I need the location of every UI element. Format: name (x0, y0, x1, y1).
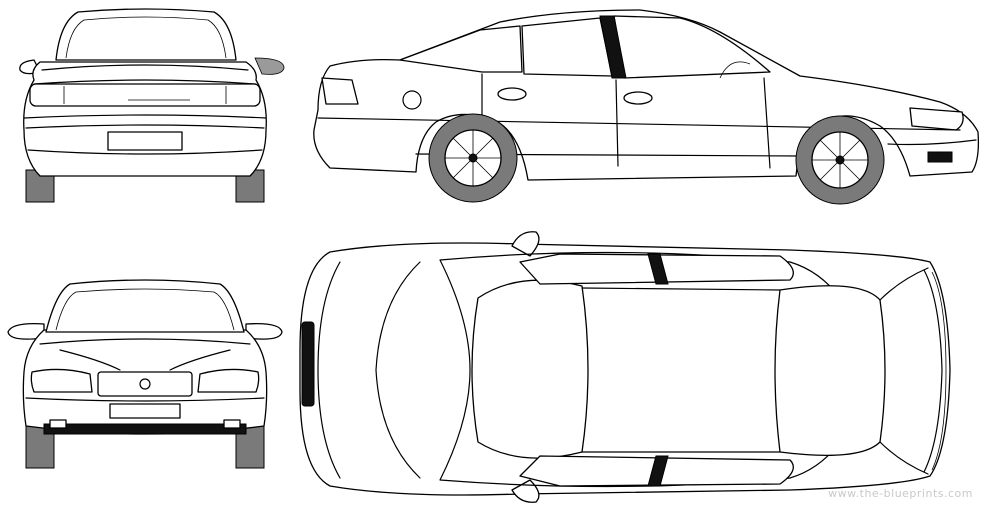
rear-view (19, 8, 285, 203)
side-view-rear-window (399, 25, 523, 73)
side-view-rear-door-window (521, 17, 613, 77)
front-view-windshield (45, 279, 245, 333)
front-view-license-plate (109, 403, 181, 419)
side-view-rear-door-handle (497, 87, 527, 101)
watermark-text: www.the-blueprints.com (828, 487, 973, 500)
top-view-left-mirror (511, 231, 540, 257)
front-view-left-mirror (7, 323, 45, 340)
side-view-fuel-cap (402, 90, 422, 110)
front-view-right-headlight (197, 368, 260, 393)
top-view-windshield (774, 285, 886, 456)
front-view (7, 279, 283, 469)
side-view-front-door-window (613, 15, 771, 79)
top-view-rear-light-strip (301, 321, 315, 407)
front-view-right-foglight (223, 419, 241, 429)
rear-view-taillight-band (29, 83, 261, 107)
front-view-left-foglight (49, 419, 67, 429)
rear-view-right-mirror (254, 57, 285, 75)
front-view-grille (97, 371, 193, 397)
front-view-emblem (139, 378, 151, 390)
front-view-lower-intake (43, 423, 247, 435)
rear-view-window (55, 8, 237, 61)
side-view-front-door-handle (623, 91, 653, 105)
top-view (299, 231, 951, 503)
side-view (313, 9, 980, 205)
side-view-head-light (909, 107, 964, 131)
front-view-right-mirror (245, 323, 283, 340)
top-view-right-b-pillar (647, 455, 669, 487)
top-view-rear-window (471, 279, 589, 459)
top-view-left-b-pillar (647, 253, 669, 285)
side-view-fog-light (927, 151, 953, 163)
rear-view-license-plate (107, 131, 183, 151)
rear-view-body (23, 61, 267, 177)
side-view-tail-light (321, 77, 359, 105)
side-view-b-pillar (599, 15, 627, 79)
front-view-left-headlight (30, 368, 93, 393)
